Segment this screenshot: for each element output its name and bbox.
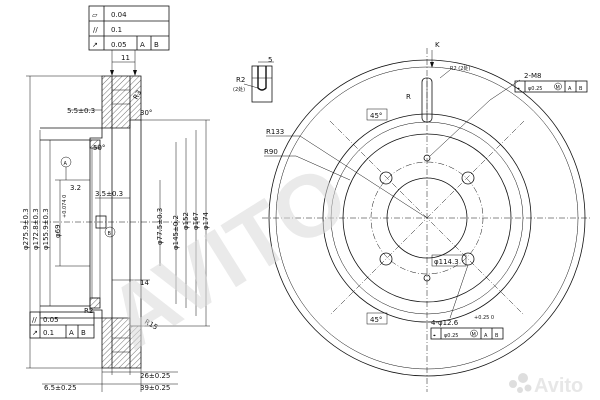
dim-r3: R3 bbox=[132, 89, 144, 101]
avito-logo: Avito bbox=[509, 373, 583, 397]
dim-26: 26±0.25 bbox=[140, 372, 170, 380]
view-k-label: K bbox=[435, 41, 440, 49]
runout-symbol: ↗ bbox=[92, 41, 98, 49]
dia-174: φ174 bbox=[202, 211, 210, 230]
dim-14: 14 bbox=[140, 279, 149, 287]
datum-a-label: A bbox=[64, 161, 68, 167]
dim-3-5: 3.5±0.3 bbox=[95, 190, 123, 198]
bolt-hole bbox=[461, 171, 475, 185]
dim-11: 11 bbox=[121, 54, 130, 62]
top-tolerance-frame: ⏥ 0.04 // 0.1 ↗ 0.05 A B bbox=[88, 5, 170, 76]
holes-frame-datum-a: A bbox=[484, 333, 488, 339]
bolt-hole bbox=[379, 252, 393, 266]
dim-30deg: 30° bbox=[140, 109, 152, 117]
r133-label: R133 bbox=[266, 128, 284, 136]
angle-bottom-label: 45° bbox=[370, 316, 382, 324]
holes-label: 4-φ12.6 bbox=[431, 319, 459, 327]
section-frame-parallel-value: 0.05 bbox=[43, 316, 59, 324]
hub-wall bbox=[91, 147, 101, 299]
groove-profile bbox=[257, 66, 267, 91]
m8-frame-position-symbol: ⌖ bbox=[517, 86, 520, 92]
runout-value: 0.05 bbox=[111, 41, 127, 49]
m8-frame-modifier: M bbox=[556, 85, 560, 91]
groove-detail: 5 R2 (2处) bbox=[233, 56, 274, 103]
dia-152: φ152 bbox=[182, 212, 190, 230]
front-view: K R2 (2处) R 2-M8 ⌖ φ0.25 M A B 45° 45° R… bbox=[262, 41, 592, 392]
section-view: 11 5.5±0.3 R3 30° 50° A bbox=[20, 54, 210, 392]
r90-label: R90 bbox=[264, 148, 278, 156]
dia-145: φ145±0.2 bbox=[172, 215, 180, 250]
groove-dim-5: 5 bbox=[268, 56, 272, 64]
angle-top-label: 45° bbox=[370, 112, 382, 120]
holes-tolerance: +0.25 0 bbox=[474, 315, 494, 321]
datum-b-label: B bbox=[108, 231, 112, 237]
holes-tolerance-frame: ⌖ φ0.25 M A B bbox=[430, 327, 504, 340]
section-frame-runout-datum-a: A bbox=[69, 329, 74, 337]
dia-77: φ77.5±0.3 bbox=[156, 208, 164, 245]
holes-frame-position-symbol: ⌖ bbox=[433, 333, 436, 339]
parallel-value: 0.1 bbox=[111, 26, 122, 34]
m8-frame-value: φ0.25 bbox=[528, 86, 542, 92]
front-groove-label: R2 (2处) bbox=[450, 65, 470, 72]
flatness-symbol: ⏥ bbox=[92, 11, 98, 19]
m8-frame-datum-a: A bbox=[568, 86, 572, 92]
dim-r2: R2 bbox=[84, 307, 93, 315]
holes-frame-modifier: M bbox=[472, 332, 476, 338]
dia-172: φ172.8±0.3 bbox=[32, 208, 40, 250]
hat-outline bbox=[40, 127, 103, 319]
flatness-value: 0.04 bbox=[111, 11, 127, 19]
dia-275: φ275.9±0.3 bbox=[22, 208, 30, 250]
bolt-hole-section bbox=[95, 215, 107, 229]
left-diameter-dims: φ275.9±0.3 φ172.8±0.3 φ155.9±0.3 φ69 +0.… bbox=[22, 75, 102, 369]
avito-logo-text: Avito bbox=[534, 375, 583, 397]
section-frame-runout-datum-b: B bbox=[81, 329, 86, 337]
dim-3-2: 3.2 bbox=[70, 184, 81, 192]
dim-5-5: 5.5±0.3 bbox=[67, 107, 95, 115]
front-r-label: R bbox=[406, 93, 411, 101]
dim-6-5: 6.5±0.25 bbox=[44, 384, 77, 392]
dim-50deg: 50° bbox=[93, 144, 105, 152]
datum-b-marker bbox=[104, 226, 116, 238]
dia-167: φ167 bbox=[192, 212, 200, 230]
groove-r2-count: (2处) bbox=[233, 86, 245, 93]
m8-frame-datum-b: B bbox=[579, 86, 583, 92]
section-frame-runout-value: 0.1 bbox=[43, 329, 54, 337]
holes-frame-datum-b: B bbox=[495, 333, 499, 339]
holes-frame-value: φ0.25 bbox=[444, 333, 458, 339]
pcd-label: φ114.3 bbox=[434, 258, 459, 266]
runout-datum-a: A bbox=[140, 41, 145, 49]
dia-69-tolerance: +0.074 0 bbox=[62, 195, 68, 218]
right-diameter-dims: φ77.5±0.3 φ145±0.2 φ152 φ167 φ174 bbox=[141, 119, 210, 327]
runout-datum-b: B bbox=[154, 41, 159, 49]
section-frame-runout-symbol: ↗ bbox=[32, 329, 38, 337]
m8-label: 2-M8 bbox=[524, 72, 541, 80]
bolt-hole bbox=[379, 171, 393, 185]
dia-155: φ155.9±0.3 bbox=[42, 208, 50, 250]
dia-69: φ69 bbox=[54, 224, 62, 238]
disc-section-top bbox=[101, 75, 142, 129]
section-tolerance-frame: // 0.05 ↗ 0.1 A B bbox=[29, 311, 95, 339]
parallel-symbol: // bbox=[93, 26, 98, 34]
watermark: AVITO bbox=[91, 146, 365, 368]
m8-tolerance-frame: ⌖ φ0.25 M A B bbox=[514, 80, 588, 93]
section-frame-parallel-symbol: // bbox=[32, 316, 37, 324]
groove-r2: R2 bbox=[236, 76, 245, 84]
dim-39: 39±0.25 bbox=[140, 384, 170, 392]
watermark-brand: AVITO bbox=[91, 146, 365, 368]
